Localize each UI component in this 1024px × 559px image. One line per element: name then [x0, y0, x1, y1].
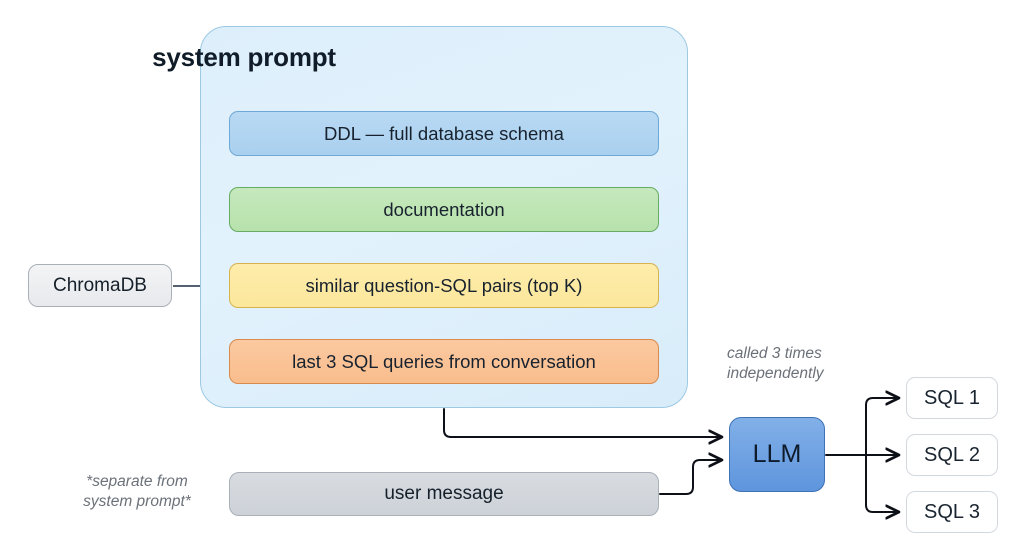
- block-ddl-schema[interactable]: DDL — full database schema: [229, 111, 659, 156]
- output-sql-1[interactable]: SQL 1: [906, 377, 998, 419]
- block-documentation[interactable]: documentation: [229, 187, 659, 232]
- annotation-called-line-1: called 3 times: [727, 345, 822, 362]
- block-last-3-sql-queries[interactable]: last 3 SQL queries from conversation: [229, 339, 659, 384]
- user-message-to-llm-arrow: [659, 460, 722, 495]
- annotation-called-3-times: called 3 times independently: [727, 344, 867, 385]
- annotation-called-line-2: independently: [727, 365, 824, 383]
- output-sql-3[interactable]: SQL 3: [906, 491, 998, 533]
- chromadb-node[interactable]: ChromaDB: [28, 264, 172, 307]
- llm-to-sql-arrows: [825, 398, 899, 512]
- system-prompt-to-llm-arrow: [443, 408, 722, 437]
- annotation-separate-line-1: *separate from: [86, 473, 188, 490]
- block-similar-question-sql-pairs[interactable]: similar question-SQL pairs (top K): [229, 263, 659, 308]
- llm-node[interactable]: LLM: [729, 417, 825, 492]
- annotation-separate-line-2: system prompt*: [83, 493, 191, 511]
- system-prompt-title: system prompt: [152, 42, 336, 72]
- output-sql-2[interactable]: SQL 2: [906, 434, 998, 476]
- user-message-node[interactable]: user message: [229, 472, 659, 516]
- annotation-separate-from-system-prompt: *separate from system prompt*: [52, 472, 222, 513]
